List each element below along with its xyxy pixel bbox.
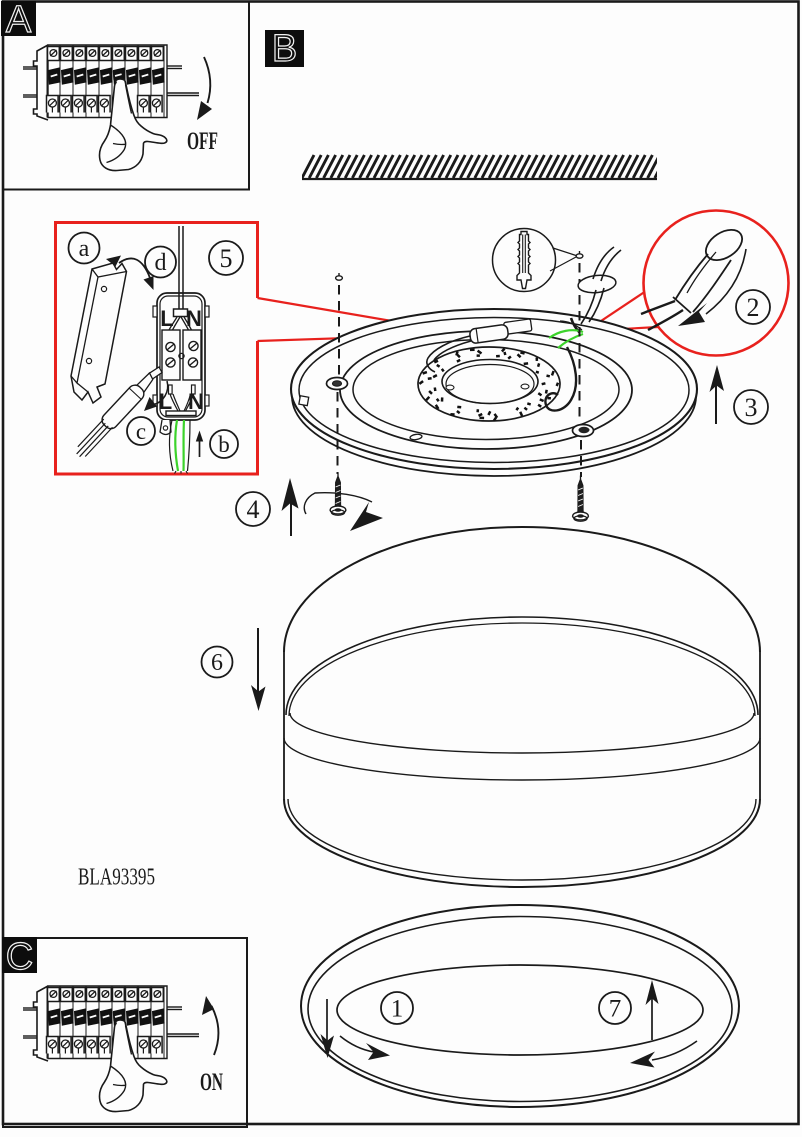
svg-text:L: L bbox=[160, 306, 173, 331]
svg-text:7: 7 bbox=[609, 996, 622, 1023]
svg-text:ON: ON bbox=[200, 1069, 223, 1096]
svg-text:N: N bbox=[188, 389, 204, 414]
svg-text:OFF: OFF bbox=[187, 128, 218, 155]
svg-text:L: L bbox=[159, 389, 172, 414]
svg-text:5: 5 bbox=[220, 244, 233, 273]
svg-text:BLA93395: BLA93395 bbox=[78, 864, 155, 891]
svg-text:6: 6 bbox=[211, 650, 223, 676]
svg-text:B: B bbox=[272, 28, 297, 70]
svg-text:N: N bbox=[186, 306, 202, 331]
svg-text:1: 1 bbox=[391, 996, 404, 1023]
svg-text:d: d bbox=[155, 250, 167, 276]
svg-text:3: 3 bbox=[745, 393, 758, 422]
svg-text:b: b bbox=[218, 432, 230, 457]
svg-text:C: C bbox=[6, 936, 33, 978]
svg-text:4: 4 bbox=[247, 495, 260, 524]
svg-text:a: a bbox=[79, 236, 90, 262]
svg-text:c: c bbox=[136, 419, 146, 444]
svg-text:2: 2 bbox=[747, 293, 760, 322]
svg-text:A: A bbox=[6, 0, 32, 41]
